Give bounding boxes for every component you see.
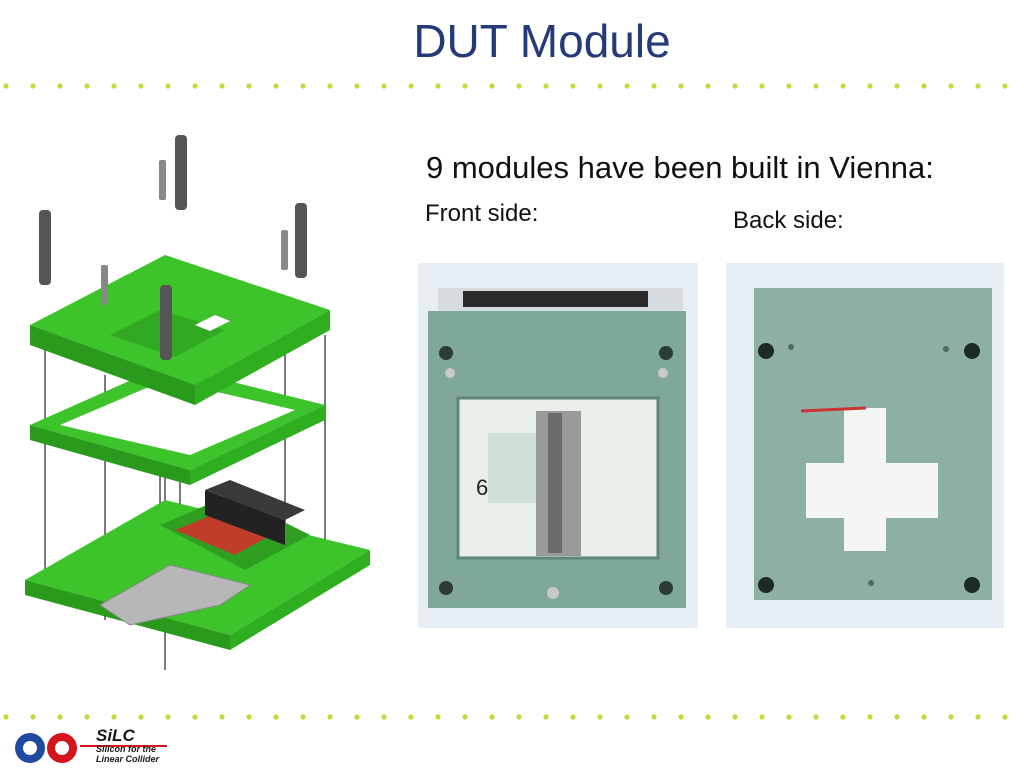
divider-dot — [1002, 714, 1008, 720]
divider-dot — [84, 83, 90, 89]
divider-dot — [921, 714, 927, 720]
divider-dot — [624, 714, 630, 720]
divider-dot — [408, 83, 414, 89]
bottom-pcb — [25, 480, 370, 650]
divider-dot — [867, 83, 873, 89]
divider-dot — [975, 714, 981, 720]
divider-dot — [327, 714, 333, 720]
divider-dot — [786, 714, 792, 720]
divider-dot — [867, 714, 873, 720]
page-title: DUT Module — [413, 15, 671, 67]
divider-dot — [246, 714, 252, 720]
middle-frame — [30, 365, 325, 485]
divider-dot — [273, 714, 279, 720]
divider-dot — [408, 714, 414, 720]
divider-dot — [300, 83, 306, 89]
divider-dot — [651, 83, 657, 89]
divider-dot — [705, 83, 711, 89]
divider-dot — [759, 83, 765, 89]
divider-dot — [678, 83, 684, 89]
divider-dot — [516, 83, 522, 89]
silc-logo — [15, 733, 167, 763]
divider-dot — [516, 714, 522, 720]
logo-wordmark: SiLC Silicon for the Linear Collider — [96, 727, 159, 764]
divider-dot — [597, 714, 603, 720]
front-side-label: Front side: — [425, 200, 539, 227]
divider-dot — [3, 83, 9, 89]
divider-dot — [381, 714, 387, 720]
divider-dot — [489, 83, 495, 89]
divider-dot — [786, 83, 792, 89]
divider-dot — [894, 83, 900, 89]
divider-dot — [219, 714, 225, 720]
divider-dot — [381, 83, 387, 89]
divider-dot — [57, 714, 63, 720]
divider-dot — [948, 83, 954, 89]
divider-dot — [489, 714, 495, 720]
divider-dot — [165, 714, 171, 720]
front-side-photo: 6 — [418, 263, 698, 628]
divider-dot — [894, 714, 900, 720]
exploded-module-diagram — [25, 135, 370, 670]
back-side-label: Back side: — [733, 207, 844, 234]
divider-dot — [543, 83, 549, 89]
divider-dot — [732, 714, 738, 720]
divider-dot — [300, 714, 306, 720]
divider-dot — [246, 83, 252, 89]
divider-dot — [570, 714, 576, 720]
divider-dot — [597, 83, 603, 89]
divider-dot — [273, 83, 279, 89]
divider-dot — [111, 83, 117, 89]
divider-dot — [732, 83, 738, 89]
divider-dot — [678, 714, 684, 720]
divider-dot — [435, 714, 441, 720]
divider-dot — [840, 83, 846, 89]
divider-dot — [813, 83, 819, 89]
dotted-divider-bottom — [3, 714, 1008, 720]
divider-dot — [138, 83, 144, 89]
divider-dot — [192, 714, 198, 720]
divider-dot — [570, 83, 576, 89]
module-number-label: 6 — [476, 475, 488, 500]
divider-dot — [30, 714, 36, 720]
divider-dot — [3, 714, 9, 720]
divider-dot — [759, 714, 765, 720]
divider-dot — [435, 83, 441, 89]
divider-dot — [624, 83, 630, 89]
divider-dot — [948, 714, 954, 720]
divider-dot — [327, 83, 333, 89]
divider-dot — [705, 714, 711, 720]
divider-dot — [462, 714, 468, 720]
divider-dot — [813, 714, 819, 720]
divider-dot — [840, 714, 846, 720]
divider-dot — [57, 83, 63, 89]
divider-dot — [84, 714, 90, 720]
divider-dot — [1002, 83, 1008, 89]
divider-dot — [462, 83, 468, 89]
logo-name: SiLC — [96, 726, 135, 745]
divider-dot — [975, 83, 981, 89]
divider-dot — [219, 83, 225, 89]
divider-dot — [192, 83, 198, 89]
divider-dot — [138, 714, 144, 720]
divider-dot — [111, 714, 117, 720]
divider-dot — [921, 83, 927, 89]
subtitle: 9 modules have been built in Vienna: — [426, 150, 934, 185]
screws — [39, 135, 307, 360]
divider-dot — [354, 83, 360, 89]
back-side-photo — [726, 263, 1004, 628]
logo-tagline-2: Linear Collider — [96, 754, 160, 764]
dotted-divider-top — [3, 83, 1008, 89]
divider-dot — [30, 83, 36, 89]
divider-dot — [543, 714, 549, 720]
divider-dot — [165, 83, 171, 89]
logo-tagline-1: Silicon for the — [96, 744, 157, 754]
divider-dot — [354, 714, 360, 720]
divider-dot — [651, 714, 657, 720]
